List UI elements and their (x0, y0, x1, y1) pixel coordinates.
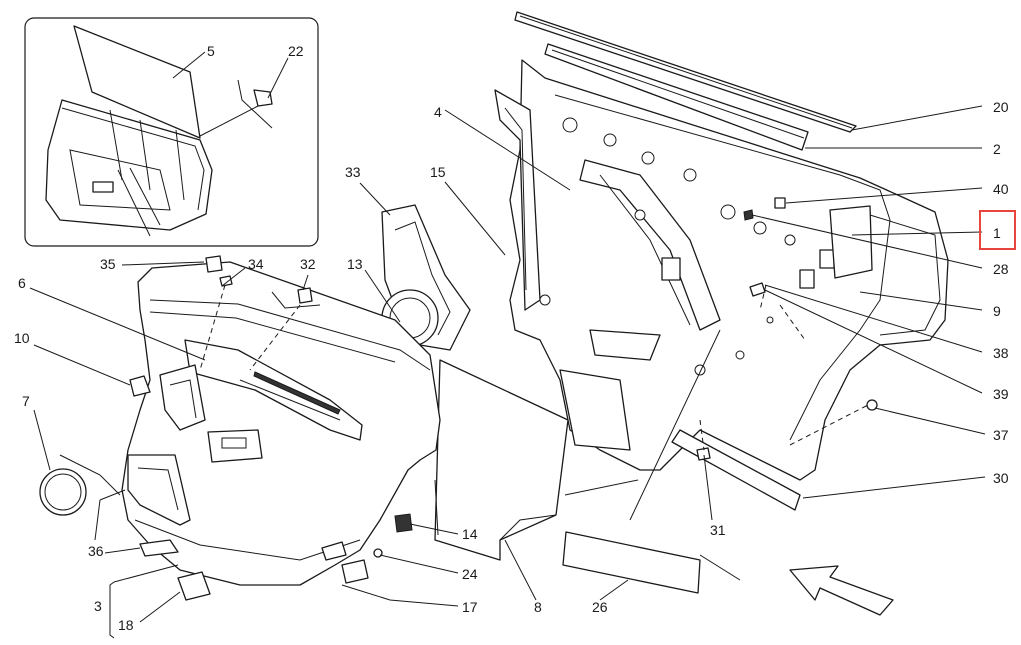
callout-34: 34 (248, 256, 264, 272)
callout-17: 17 (462, 599, 478, 615)
speaker-grille-7 (39, 468, 87, 516)
callout-20: 20 (993, 99, 1009, 115)
fastener-38 (749, 282, 766, 297)
inset-clip (253, 89, 273, 107)
callout-2: 2 (993, 141, 1001, 157)
clip-32 (297, 287, 313, 304)
callout-37: 37 (993, 427, 1009, 443)
callout-31: 31 (710, 522, 726, 538)
clip-10 (129, 375, 151, 397)
fastener-14 (394, 513, 413, 533)
inner-handle (207, 429, 263, 463)
callout-7: 7 (22, 393, 30, 409)
callout-35: 35 (100, 256, 116, 272)
callout-30: 30 (993, 470, 1009, 486)
inset-detail (24, 17, 319, 247)
bracket-18 (177, 571, 211, 601)
clip-40 (774, 197, 786, 209)
screw-24 (373, 548, 383, 558)
door-trim-panel (121, 261, 441, 586)
screw-28 (743, 209, 754, 221)
callout-36: 36 (88, 543, 104, 559)
callout-18: 18 (118, 617, 134, 633)
clip-31 (696, 447, 711, 461)
window-regulator (579, 159, 721, 331)
vapor-barrier-sheet (434, 359, 569, 561)
callout-26: 26 (592, 599, 608, 615)
callout-3: 3 (94, 598, 102, 614)
callout-15: 15 (430, 164, 446, 180)
callout-1: 1 (993, 225, 1001, 241)
window-channel (494, 89, 541, 311)
bracket-36 (139, 539, 179, 557)
callout-38: 38 (993, 345, 1009, 361)
small-parts (39, 255, 894, 616)
callout-10: 10 (14, 330, 30, 346)
speaker-opening (589, 329, 661, 361)
callout-14: 14 (462, 526, 478, 542)
callout-8: 8 (534, 599, 542, 615)
callout-9: 9 (993, 303, 1001, 319)
callout-28: 28 (993, 261, 1009, 277)
callout-13: 13 (347, 256, 363, 272)
regulator-motor (661, 257, 681, 281)
inset-window-glass (73, 25, 201, 139)
callout-numbers: 5 22 35 34 32 33 13 15 4 6 10 7 36 3 18 … (14, 43, 1009, 633)
leader-lines (29, 51, 986, 639)
door-inner-shell (509, 59, 949, 481)
door-inner-panel (494, 11, 949, 511)
callout-32: 32 (300, 256, 316, 272)
map-pocket (127, 454, 191, 526)
callout-6: 6 (18, 275, 26, 291)
callout-24: 24 (462, 566, 478, 582)
bracket-17 (341, 559, 369, 584)
callout-1-highlight (979, 210, 1016, 250)
inset-door (45, 99, 213, 231)
armrest (184, 339, 363, 441)
front-direction-arrow (789, 565, 894, 616)
callout-5: 5 (207, 43, 215, 59)
grommet-37 (866, 399, 878, 411)
clip-35 (205, 255, 223, 273)
insulation-pad-26 (562, 531, 701, 594)
handle-cavity (159, 364, 206, 431)
latch-zone (559, 369, 631, 451)
inset-handle (92, 181, 114, 193)
vapor-barrier (434, 359, 569, 561)
callout-40: 40 (993, 181, 1009, 197)
callout-33: 33 (345, 164, 361, 180)
hinge-reinforcement (829, 205, 873, 279)
callout-22: 22 (288, 43, 304, 59)
callout-4: 4 (434, 104, 442, 120)
callout-39: 39 (993, 386, 1009, 402)
